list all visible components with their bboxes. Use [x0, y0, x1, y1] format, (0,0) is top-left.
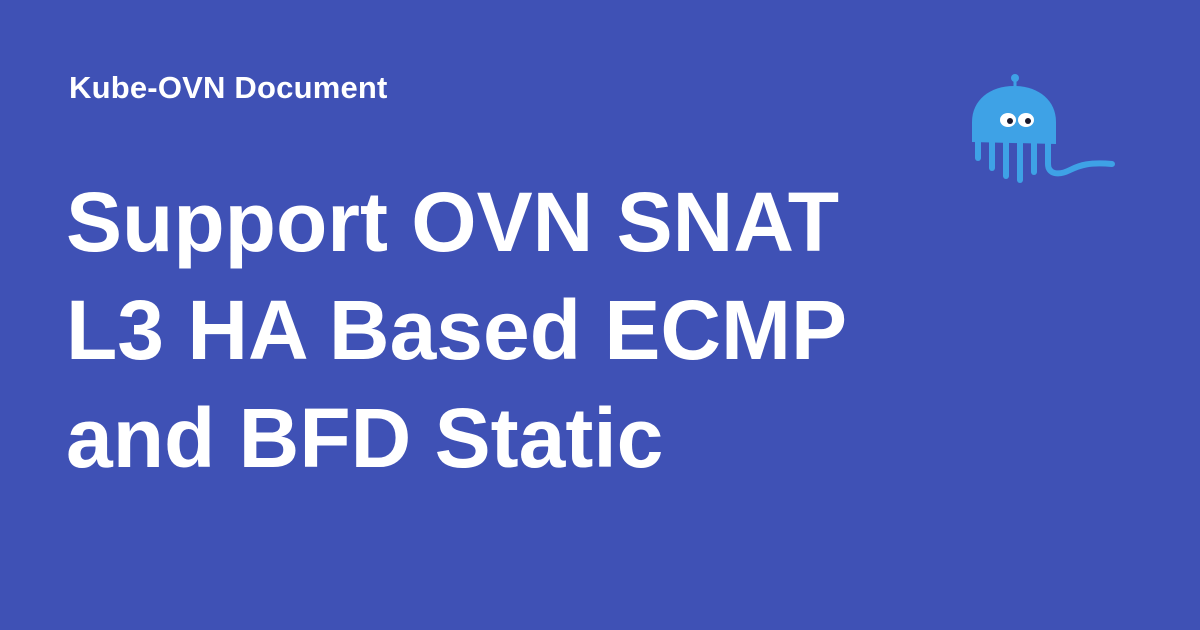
site-name: Kube-OVN Document	[69, 70, 388, 105]
kube-ovn-octopus-logo-icon	[972, 74, 1115, 183]
page-title: Support OVN SNAT L3 HA Based ECMP and BF…	[66, 175, 846, 485]
